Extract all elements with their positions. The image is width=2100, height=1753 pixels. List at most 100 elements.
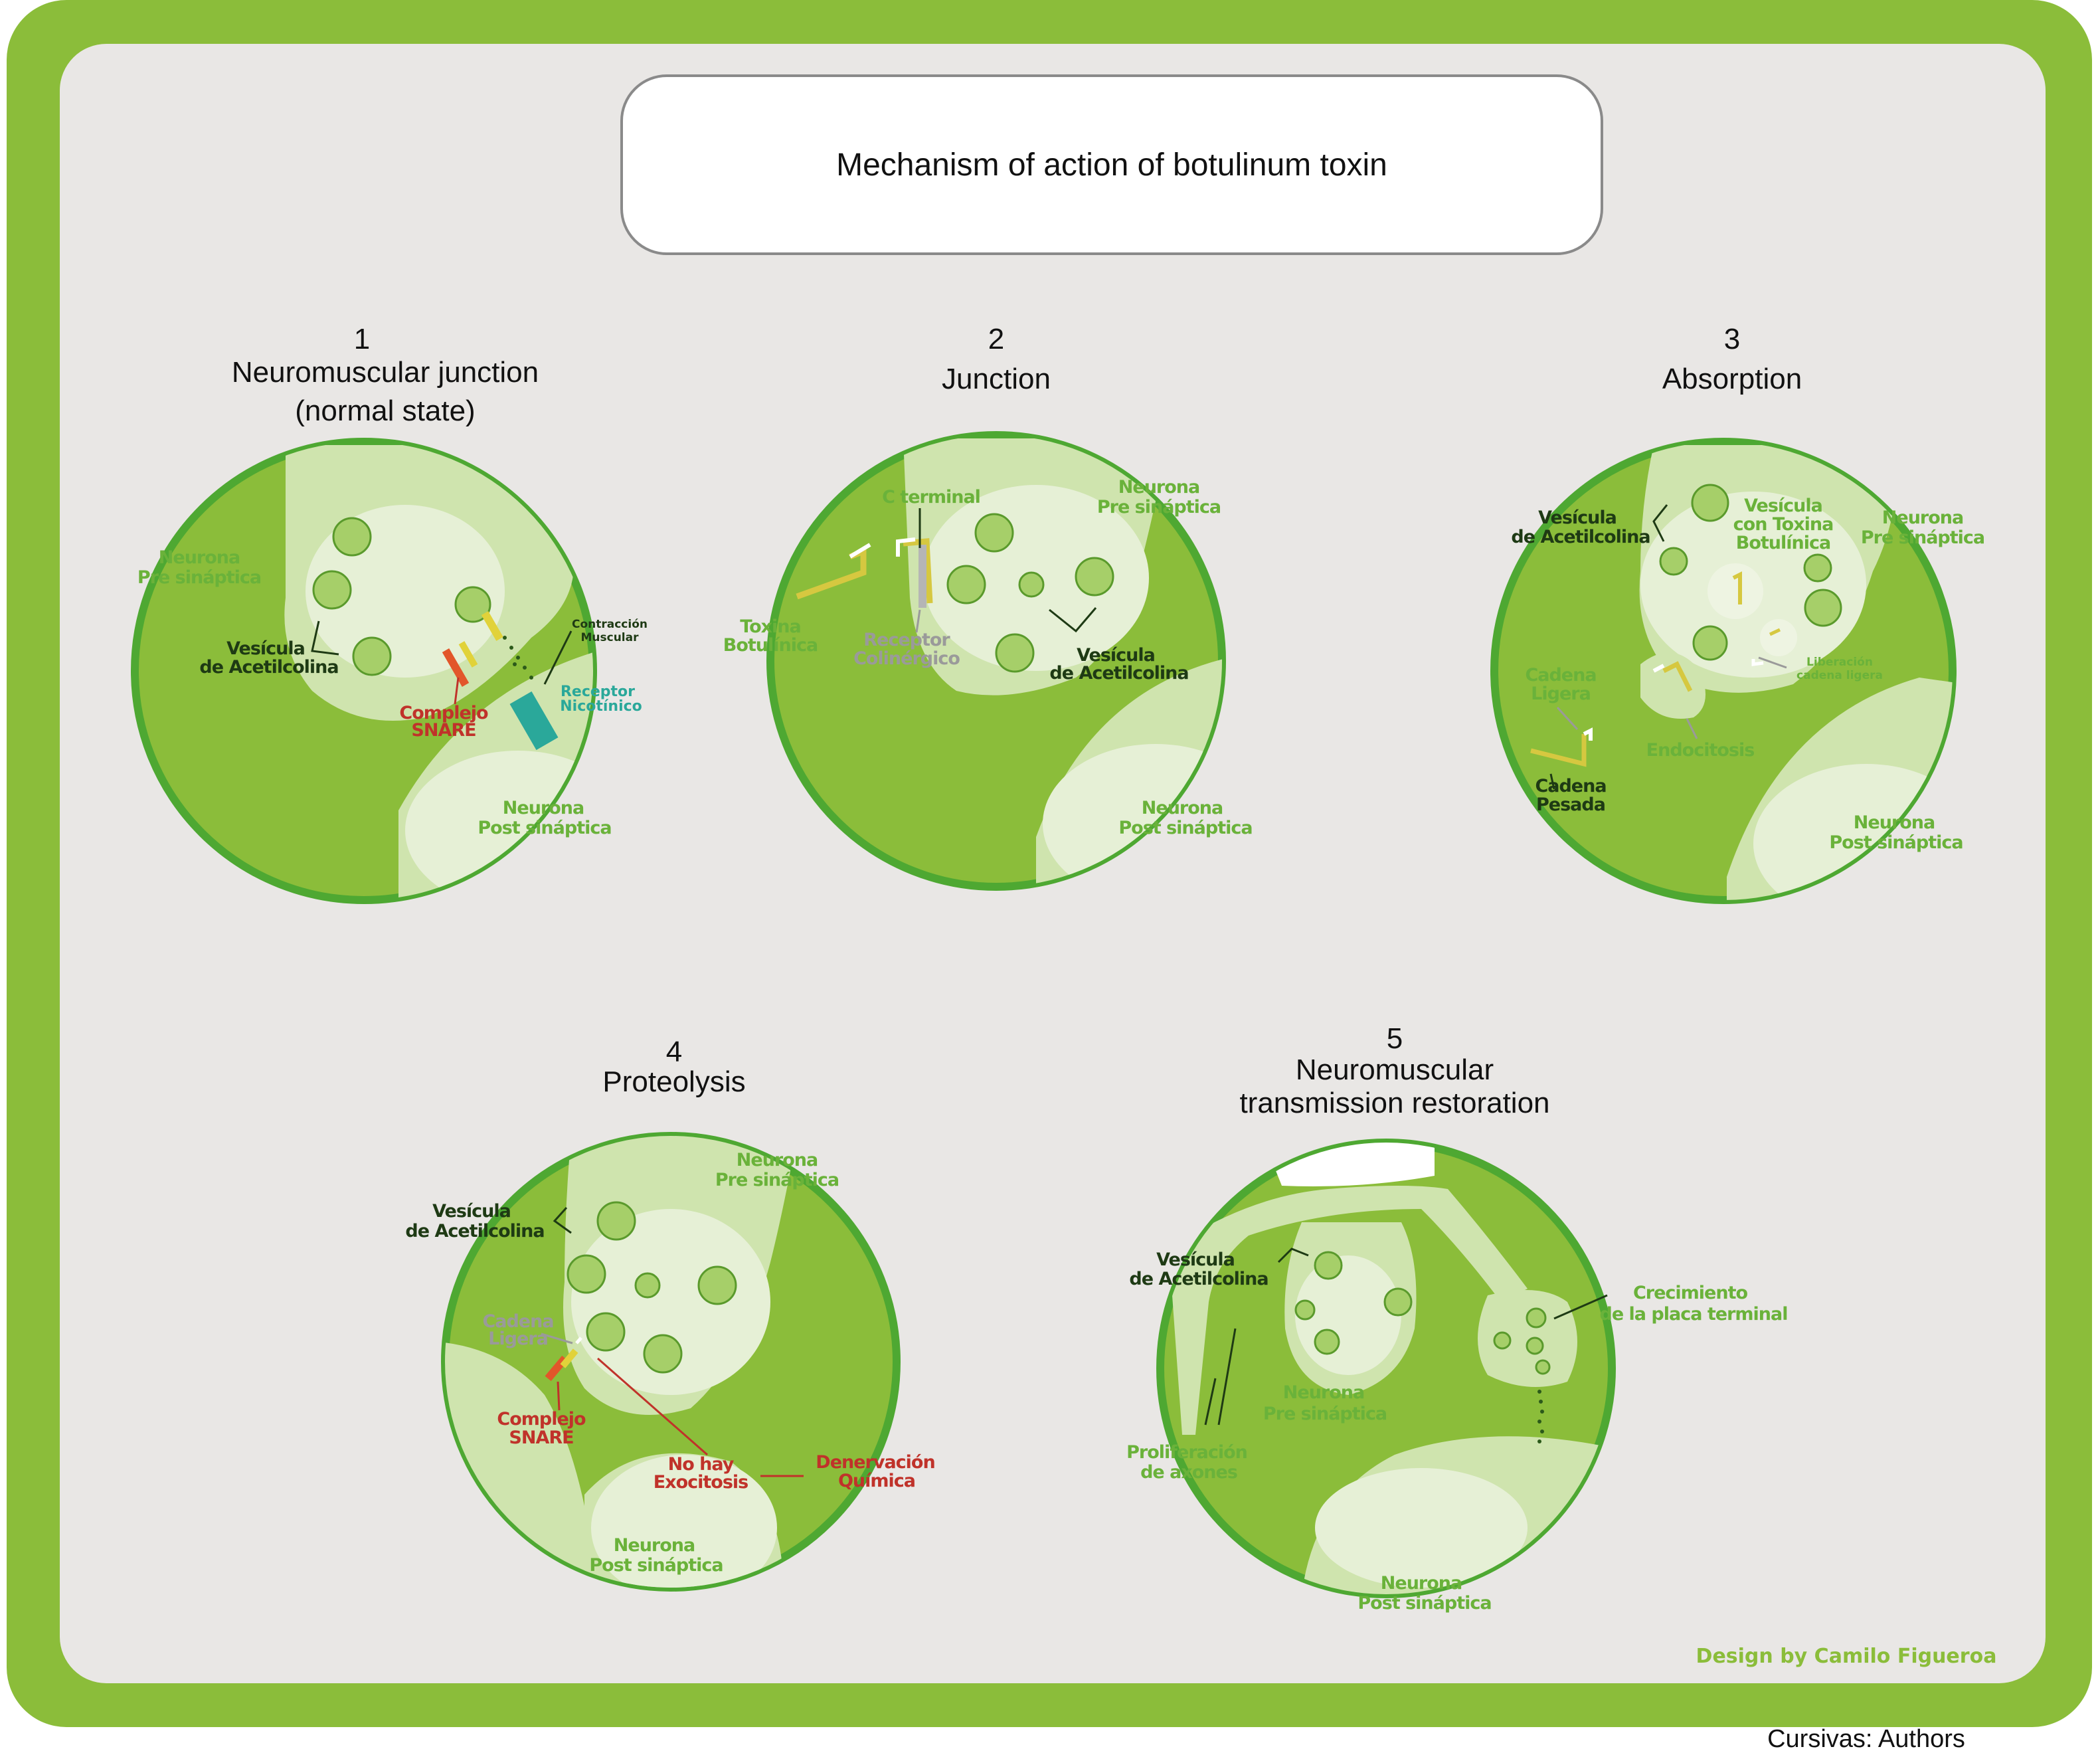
stage-2-receptor-leader bbox=[915, 609, 921, 633]
stage-4-vesicle bbox=[586, 1312, 626, 1352]
stage-4-snare-leader bbox=[557, 1381, 561, 1411]
stage-3-post-label-1: Neurona bbox=[1854, 812, 1935, 833]
stage-4-post-label-1: Neurona bbox=[614, 1535, 695, 1556]
stage-5-vesicle-label-2: de Acetilcolina bbox=[1129, 1269, 1268, 1289]
stage-4-vesicle-label-2: de Acetilcolina bbox=[405, 1221, 544, 1242]
stage-5-number: 5 bbox=[1387, 1022, 1403, 1055]
stage-3-light-label-1: Cadena bbox=[1525, 665, 1596, 686]
stage-1-snare-yellow bbox=[481, 610, 503, 641]
stage-4-title-line-1: Proteolysis bbox=[602, 1065, 745, 1098]
stage-1-pre-label-2: Pre sináptica bbox=[137, 567, 261, 588]
stage-3-toxvesicle-label-2: con Toxina bbox=[1733, 514, 1834, 535]
stage-4-snare-label-1: Complejo bbox=[497, 1409, 586, 1430]
stage-5-axons-leader bbox=[1204, 1328, 1237, 1426]
stage-3-release-leader bbox=[1758, 656, 1787, 669]
stage-3-vesicle-label-1: Vesícula bbox=[1538, 507, 1617, 528]
stage-1: 1 Neuromuscular junction (normal state) … bbox=[131, 323, 648, 904]
stage-3-vesicle-leader bbox=[1652, 504, 1668, 542]
stage-5-axons-label-2: de axones bbox=[1140, 1462, 1237, 1483]
stage-1-vesicle-leader bbox=[311, 620, 339, 656]
page-title: Mechanism of action of botulinum toxin bbox=[836, 147, 1387, 183]
stage-4-light-label-2: Ligera bbox=[488, 1329, 548, 1349]
stage-3-pre-label-1: Neurona bbox=[1882, 507, 1963, 528]
stage-1-acetylcholine-release bbox=[503, 636, 533, 680]
stage-3-light-label-2: Ligera bbox=[1531, 684, 1591, 704]
stage-4-pre-label-1: Neurona bbox=[737, 1150, 818, 1170]
stage-2-post-label-2: Post sináptica bbox=[1118, 818, 1252, 838]
stage-4-vesicle bbox=[643, 1334, 683, 1374]
stage-3-vesicle bbox=[1804, 589, 1842, 627]
stage-2-toxin-heavy bbox=[903, 538, 933, 604]
stage-5-growth-label-2: de la placa terminal bbox=[1600, 1304, 1788, 1325]
stage-1-receptor-label-1: Receptor bbox=[561, 684, 635, 700]
stage-3-vesicle bbox=[1692, 625, 1728, 661]
stage-5-postsynaptic-core bbox=[1315, 1468, 1528, 1588]
stage-1-title-line-1: Neuromuscular junction bbox=[232, 356, 539, 389]
stage-3-vesicle bbox=[1803, 553, 1832, 583]
stage-4-vesicle bbox=[596, 1201, 636, 1241]
stage-5-vesicle-small bbox=[1294, 1299, 1316, 1321]
stage-2-vesicle bbox=[946, 565, 986, 604]
stage-1-receptor-label-2: Nicotínico bbox=[560, 698, 642, 715]
stage-3-endocytosis-label: Endocitosis bbox=[1646, 740, 1755, 761]
stage-4-noexo-label-2: Exocitosis bbox=[654, 1472, 748, 1493]
title-box: Mechanism of action of botulinum toxin bbox=[620, 74, 1603, 255]
stage-3-toxvesicle-label-1: Vesícula bbox=[1744, 496, 1822, 516]
stage-2-toxin-light-2 bbox=[896, 537, 916, 557]
stage-4-vesicle bbox=[697, 1265, 737, 1305]
stage-3-heavy-chain-leader bbox=[1549, 773, 1555, 790]
stage-2-post-label-1: Neurona bbox=[1142, 798, 1223, 818]
stage-2-toxin-light bbox=[849, 543, 871, 559]
stage-2-vesicle bbox=[995, 633, 1035, 673]
stage-5-vesicle-leader bbox=[1277, 1247, 1309, 1263]
stage-3-toxvesicle-label-3: Botulínica bbox=[1736, 533, 1830, 553]
stage-1-snare-leader bbox=[454, 677, 460, 705]
stage-5-new-vesicle bbox=[1526, 1307, 1547, 1329]
stage-3-toxin-vesicle bbox=[1707, 563, 1763, 619]
stage-5-title-line-2: transmission restoration bbox=[1239, 1087, 1549, 1119]
stage-3-toxin-inside bbox=[1732, 571, 1742, 604]
stage-5-post-label-1: Neurona bbox=[1381, 1573, 1462, 1594]
stage-5-pre-label-2: Pre sináptica bbox=[1263, 1404, 1387, 1424]
stage-2-vesicle bbox=[974, 513, 1014, 553]
stage-4-light-chain bbox=[575, 1337, 582, 1344]
stage-4: 4 Proteolysis Neurona Pre sináptica Vesí… bbox=[405, 1036, 936, 1592]
stage-3-vesicle-label-2: de Acetilcolina bbox=[1511, 527, 1650, 547]
stage-5-growth-label-1: Crecimiento bbox=[1633, 1283, 1748, 1303]
stage-1-snare-red bbox=[442, 648, 470, 687]
stage-4-snare-yellow bbox=[560, 1348, 578, 1368]
stage-3-post-label-2: Post sináptica bbox=[1829, 832, 1963, 853]
stage-5-vesicle bbox=[1314, 1251, 1343, 1280]
stage-2-cholinergic-receptor bbox=[919, 545, 926, 608]
stage-5-new-vesicle bbox=[1526, 1337, 1544, 1355]
stage-2-vesicle-label-1: Vesícula bbox=[1077, 645, 1155, 666]
stage-5-axons-label-1: Proliferación bbox=[1126, 1442, 1247, 1463]
stage-1-vesicle-fusing bbox=[454, 586, 491, 623]
stage-3-light-chain-release bbox=[1769, 628, 1781, 636]
stage-2-receptor-label-2: Colinérgico bbox=[853, 648, 960, 669]
stage-1-vesicle bbox=[312, 570, 352, 610]
stage-2-vesicle-small bbox=[1018, 571, 1045, 598]
stage-3-heavy-label-2: Pesada bbox=[1536, 794, 1605, 815]
design-credit: Design by Camilo Figueroa bbox=[1696, 1645, 1997, 1668]
stage-4-snare-label-2: SNARE bbox=[509, 1428, 573, 1448]
stage-2-vesicle-label-2: de Acetilcolina bbox=[1049, 663, 1188, 684]
stage-4-presynaptic-core bbox=[571, 1209, 770, 1395]
stage-1-vesicle bbox=[332, 517, 372, 557]
stage-2-receptor-label-1: Receptor bbox=[863, 630, 950, 650]
stage-4-noexo-label-1: No hay bbox=[668, 1454, 735, 1475]
stage-3-light-chain bbox=[1583, 727, 1593, 741]
stage-2-toxin-label-1: Toxina bbox=[740, 616, 801, 637]
stage-4-pre-label-2: Pre sináptica bbox=[715, 1170, 839, 1190]
stage-1-post-label-2: Post sináptica bbox=[478, 818, 611, 838]
stage-3-light-chain-free bbox=[1751, 659, 1764, 666]
stage-5-new-vesicle bbox=[1535, 1359, 1551, 1375]
stage-5-vesicle-label-1: Vesícula bbox=[1156, 1249, 1235, 1270]
stage-3-vesicle bbox=[1691, 484, 1729, 522]
stage-5-vesicle bbox=[1314, 1329, 1340, 1355]
stage-2-number: 2 bbox=[988, 323, 1004, 355]
stage-2-vesicle-leader bbox=[1049, 607, 1097, 633]
stage-5-new-vesicle bbox=[1493, 1331, 1512, 1350]
stage-1-pre-label-1: Neurona bbox=[159, 547, 240, 568]
stage-2: 2 Junction C terminal Neurona Pre sinápt… bbox=[723, 323, 1253, 891]
